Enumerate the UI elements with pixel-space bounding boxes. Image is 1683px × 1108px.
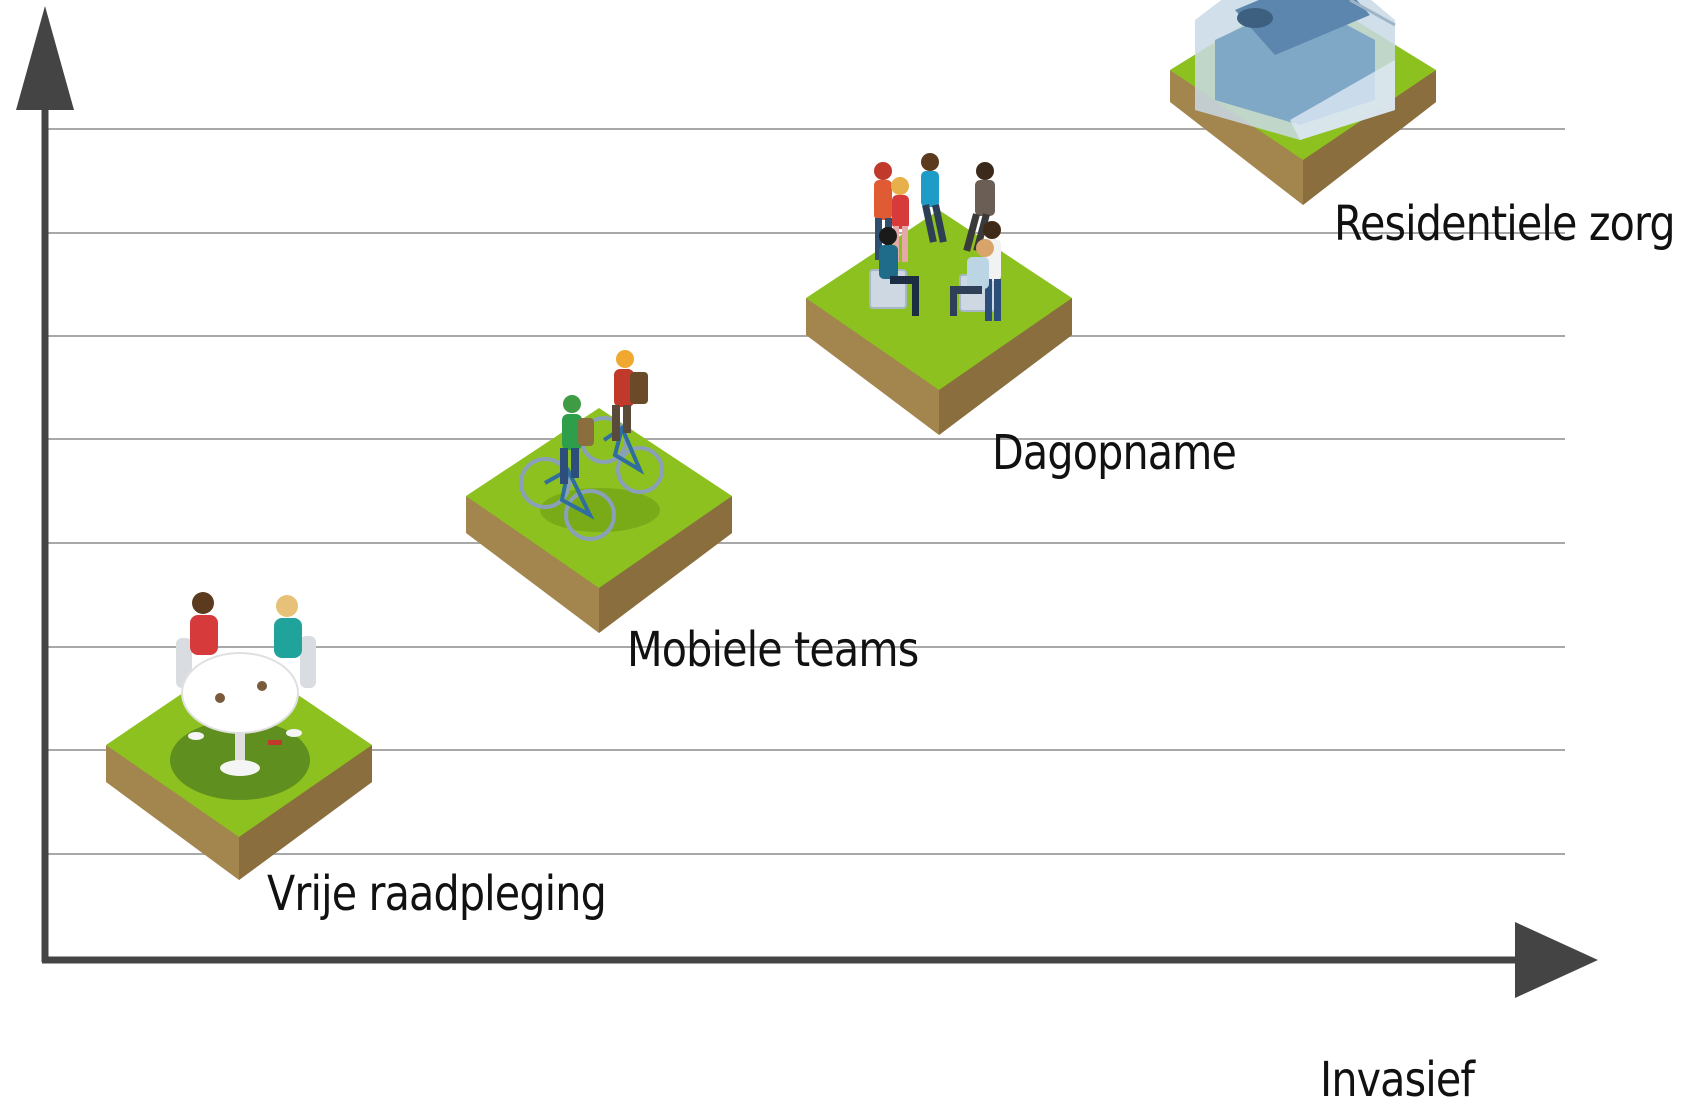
step-label-residentiele-zorg: Residentiele zorg: [1334, 196, 1676, 252]
platform-soil-side: [1303, 70, 1436, 205]
platform-mobiele-teams: [466, 350, 732, 633]
x-axis-arrowhead-icon: [1515, 922, 1598, 998]
platform-soil-side: [599, 496, 732, 633]
y-axis-arrowhead-icon: [16, 6, 74, 110]
step-label-mobiele-teams: Mobiele teams: [627, 622, 919, 678]
step-label-dagopname: Dagopname: [992, 425, 1237, 481]
step-label-vrije-raadpleging: Vrije raadpleging: [267, 866, 607, 922]
platform-vrije-raadpleging: [106, 592, 372, 880]
platform-dagopname: [806, 153, 1072, 435]
axes: [16, 6, 1598, 998]
platform-grass: [806, 210, 1072, 390]
cafe-table-conversation-icon: [176, 592, 316, 776]
group-circle-meeting-icon: [869, 153, 1001, 321]
platform-residentiele-zorg: [1170, 0, 1436, 205]
bicycle-team-icon: [519, 350, 664, 541]
house-bed-icon: [1195, 0, 1396, 140]
x-axis-label: Invasief: [1320, 1052, 1475, 1108]
platform-soil-side: [939, 298, 1072, 435]
platform-soil-side: [239, 745, 372, 880]
